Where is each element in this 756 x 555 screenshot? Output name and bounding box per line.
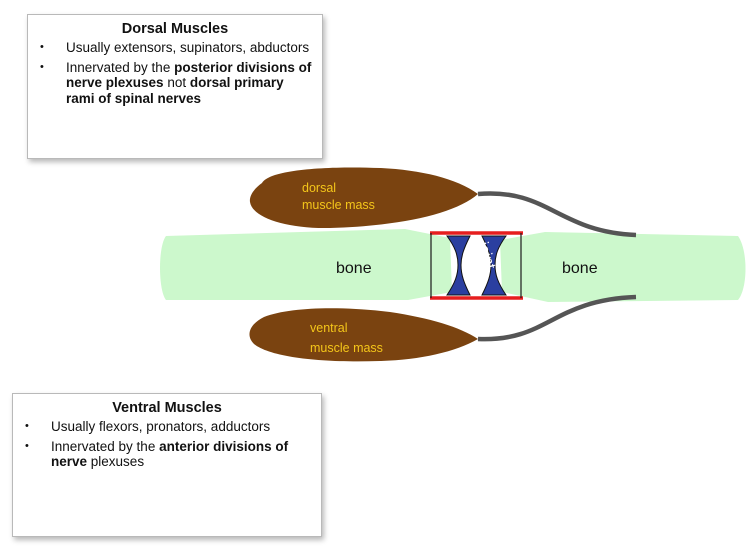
left-bone xyxy=(160,229,452,300)
dorsal-tendon xyxy=(477,191,637,238)
list-item: Usually extensors, supinators, abductors xyxy=(40,40,312,56)
right-cartilage xyxy=(481,235,507,296)
ventral-tendon xyxy=(477,294,637,342)
list-item: Innervated by the posterior divisions of… xyxy=(40,60,312,107)
ventral-mass-label-line1: ventral xyxy=(310,321,348,335)
right-bone xyxy=(500,232,746,302)
dorsal-muscle-mass xyxy=(249,167,478,229)
left-bone-label: bone xyxy=(336,260,372,277)
dorsal-muscles-box: Dorsal Muscles Usually extensors, supina… xyxy=(27,14,323,159)
list-item: Innervated by the anterior divisions of … xyxy=(25,439,313,470)
dorsal-muscles-title: Dorsal Muscles xyxy=(121,21,229,37)
list-item: Usually flexors, pronators, adductors xyxy=(25,419,313,435)
dorsal-muscles-list: Usually extensors, supinators, abductors… xyxy=(28,40,322,106)
dorsal-mass-label-line2: muscle mass xyxy=(302,198,375,212)
ventral-muscles-list: Usually flexors, pronators, adductors In… xyxy=(13,419,321,470)
ventral-muscles-box: Ventral Muscles Usually flexors, pronato… xyxy=(12,393,322,537)
ventral-muscle-mass xyxy=(249,308,478,362)
right-bone-label: bone xyxy=(562,260,598,277)
ventral-muscles-title: Ventral Muscles xyxy=(112,400,222,416)
left-cartilage xyxy=(446,235,471,296)
dorsal-mass-label-line1: dorsal xyxy=(302,181,336,195)
ventral-mass-label-line2: muscle mass xyxy=(310,341,383,355)
